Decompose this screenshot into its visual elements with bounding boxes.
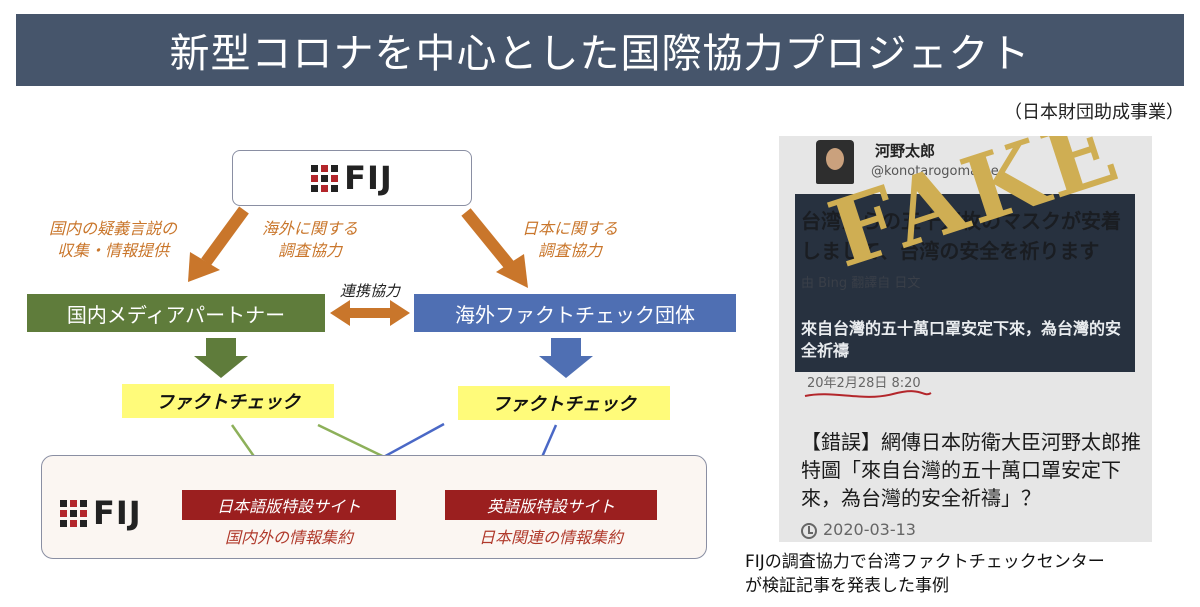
article-timestamp: 2020-03-13	[823, 520, 916, 539]
factcheck-box-right: ファクトチェック	[458, 386, 670, 420]
english-site-sub: 日本関連の情報集約	[478, 528, 623, 547]
label-line: 海外に関する	[261, 219, 358, 238]
page-subtitle: （日本財団助成事業）	[1004, 102, 1184, 123]
label-cooperation: 連携協力	[339, 282, 400, 300]
blue-down-arrow	[539, 338, 593, 378]
fij-logo-icon	[311, 164, 339, 192]
english-site-box: 英語版特設サイト	[445, 490, 657, 520]
dark-overlay	[795, 194, 1135, 372]
factcheck-headline: 【錯誤】網傳日本防衛大臣河野太郎推特圖「來自台灣的五十萬口罩安定下來，為台灣的安…	[801, 430, 1141, 510]
fij-logo-text: FIJ	[93, 494, 142, 532]
clock-icon	[801, 523, 817, 539]
label-japan-research: 日本に関する 調査協力	[500, 218, 640, 262]
overseas-factcheck-box: 海外ファクトチェック団体	[414, 294, 736, 332]
page-title: 新型コロナを中心とした国際協力プロジェクト	[169, 31, 1031, 77]
translation-line: 由 Bing 翻譯自 日文	[801, 276, 921, 291]
label-overseas-research: 海外に関する 調査協力	[240, 218, 380, 262]
caption-line: FIJの調査協力で台湾ファクトチェックセンター	[745, 552, 1105, 572]
red-underline	[804, 390, 932, 398]
title-bar: 新型コロナを中心とした国際協力プロジェクト	[16, 14, 1184, 86]
label-line: 国内の疑義言説の	[48, 219, 177, 238]
factcheck-example-photo: 河野太郎 @konotarogomame 台湾からの五十万枚のマスクが安着しまし…	[779, 136, 1152, 542]
japanese-site-sub: 国内外の情報集約	[224, 528, 353, 547]
tweet-author-name: 河野太郎	[875, 142, 936, 160]
fij-logo: FIJ	[311, 159, 393, 197]
fij-logo: FIJ	[60, 494, 142, 532]
label-line: 収集・情報提供	[56, 241, 169, 260]
tweet-text: 台湾からの五十万枚のマスクが安着しまして、台湾の安全を祈ります	[801, 209, 1121, 263]
domestic-media-partner-box: 国内メディアパートナー	[27, 294, 325, 332]
caption-line: が検証記事を発表した事例	[745, 576, 949, 596]
avatar	[816, 140, 854, 184]
label-domestic-collection: 国内の疑義言説の 収集・情報提供	[28, 218, 198, 262]
orange-double-arrow	[330, 300, 410, 326]
tweet-date: 20年2月28日 8:20	[807, 376, 921, 391]
factcheck-box-left: ファクトチェック	[122, 384, 334, 418]
label-line: 日本に関する	[521, 219, 618, 238]
label-line: 調査協力	[537, 241, 602, 260]
fij-logo-text: FIJ	[344, 159, 393, 197]
green-down-arrow	[194, 338, 248, 378]
label-line: 調査協力	[277, 241, 342, 260]
fij-logo-icon	[60, 499, 87, 527]
tweet-translation: 來自台灣的五十萬口罩安定下來，為台灣的安全祈禱	[801, 319, 1122, 360]
photo-caption: FIJの調査協力で台湾ファクトチェックセンター が検証記事を発表した事例	[745, 550, 1195, 598]
tweet-author-handle: @konotarogomame	[871, 164, 999, 179]
japanese-site-box: 日本語版特設サイト	[182, 490, 396, 520]
fij-top-box: FIJ	[232, 150, 472, 206]
